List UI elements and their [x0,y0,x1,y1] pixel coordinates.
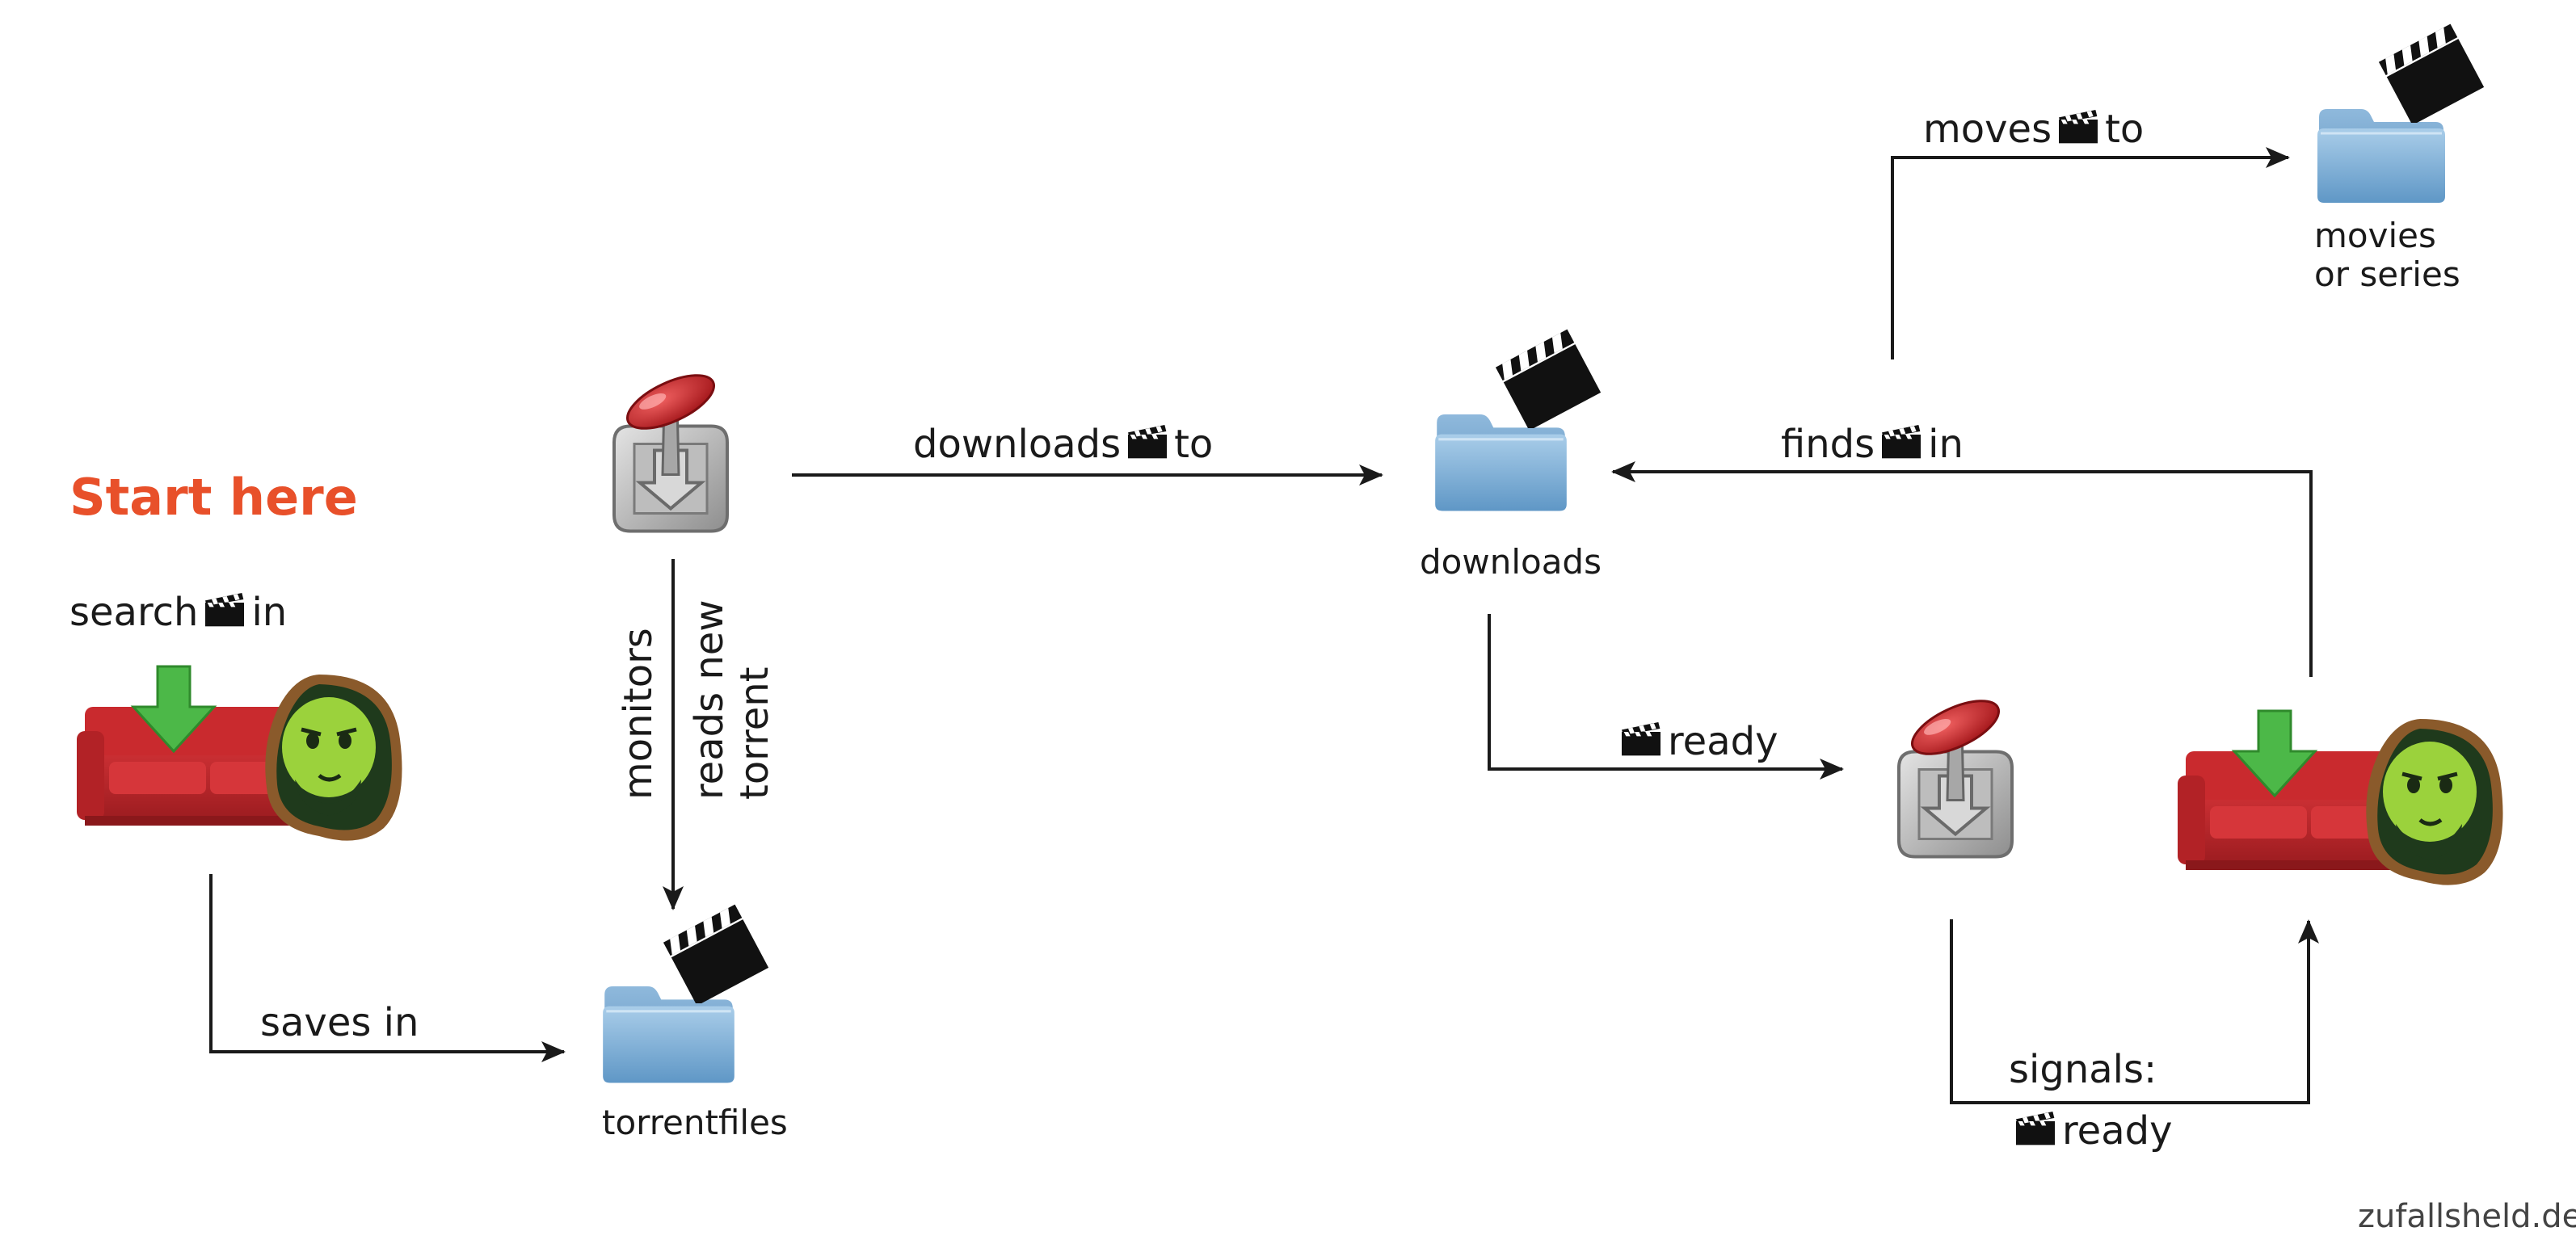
monitors-label: monitors [616,628,661,800]
start-label: Start here [69,468,358,527]
movies-line2: or series [2314,254,2460,294]
moves-label: moves to [1923,107,2144,149]
moves-label-text: moves [1923,107,2052,152]
finds-label-in: in [1928,422,1964,467]
clapperboard-icon [1882,425,1921,459]
signals-label: signals: [2009,1047,2157,1092]
search-label-in: in [251,590,288,635]
couch-potato-icon-2 [2178,711,2503,885]
signals-ready-text: ready [2062,1108,2173,1154]
arrow-transmission-to-couch [1950,919,2319,1104]
arrow-couch-to-torrentfiles [209,874,566,1062]
arrow-downloads-to-movies [1891,147,2290,359]
reads-new-torrent-label: reads new torrent [687,599,777,800]
downloads-to-text: downloads [913,422,1122,467]
clapperboard-icon [1128,425,1168,459]
downloads-to-to: to [1174,422,1214,467]
ready-label: ready [1614,719,1778,761]
movies-line1: movies [2314,216,2436,255]
signals-ready-label: ready [2009,1108,2173,1150]
downloads-folder-label: downloads [1420,542,1602,582]
couch-potato-icon [77,666,402,841]
clapperboard-icon [205,593,245,627]
clapperboard-icon [2016,1112,2055,1145]
finds-label: finds in [1781,422,1964,464]
torrentfiles-label: torrentfiles [602,1103,788,1142]
search-label-text: search [69,590,199,635]
moves-label-to: to [2105,107,2145,152]
saves-label: saves in [260,1000,419,1045]
movies-or-series-label: movies or series [2314,216,2460,294]
reads-label-line1: reads new [687,599,732,800]
search-label: search in [69,590,287,632]
torrentfiles-folder-icon [601,904,769,1084]
downloads-folder-icon [1433,329,1602,512]
arrow-couch-to-downloads [1611,461,2313,677]
finds-label-text: finds [1781,422,1875,467]
clapperboard-icon [2059,110,2098,144]
footer-credit: zufallsheld.de [2358,1198,2576,1235]
clapperboard-icon [1622,722,1661,756]
downloads-to-label: downloads to [913,422,1213,464]
transmission-icon [614,364,727,531]
reads-label-line2: torrent [732,666,777,800]
ready-label-text: ready [1668,719,1778,764]
movies-folder-icon [2316,23,2485,204]
transmission-icon-2 [1899,690,2012,856]
arrow-downloads-to-transmission [1488,614,1844,780]
